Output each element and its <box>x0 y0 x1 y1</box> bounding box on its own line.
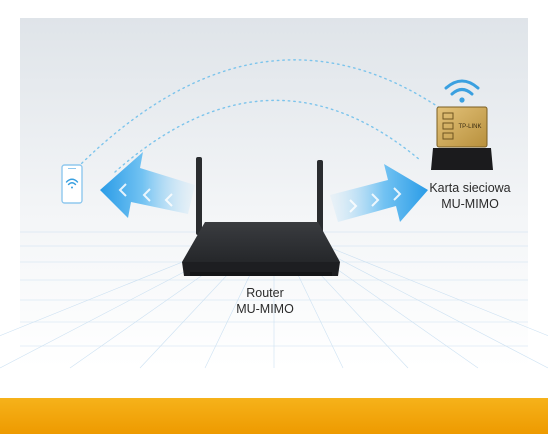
phone-device <box>61 164 83 204</box>
right-signal-arrow <box>330 164 428 222</box>
outer-arc <box>69 59 471 176</box>
router-label-line2: MU-MIMO <box>236 302 294 316</box>
bottom-band <box>0 398 548 434</box>
adapter-connector <box>436 106 488 148</box>
left-signal-arrow <box>100 152 195 218</box>
router-antenna-right <box>317 160 323 235</box>
router-label-line1: Router <box>246 286 284 300</box>
wifi-icon <box>444 79 480 103</box>
signal-arcs <box>69 59 471 176</box>
adapter-brand-text: TP-LINK <box>458 124 481 130</box>
phone-icon <box>61 164 83 204</box>
adapter-body <box>431 148 493 170</box>
router-antenna-left <box>196 157 202 235</box>
chevron-arrow-icon <box>118 183 173 207</box>
adapter-label: Karta sieciowa MU-MIMO <box>410 180 530 212</box>
router-body <box>182 222 340 262</box>
router-label: Router MU-MIMO <box>205 285 325 317</box>
adapter-label-line2: MU-MIMO <box>441 197 499 211</box>
wifi-icon <box>65 178 79 189</box>
adapter-label-line1: Karta sieciowa <box>429 181 511 195</box>
usb-adapter: TP-LINK <box>431 79 493 170</box>
chevron-arrow-icon <box>349 187 402 213</box>
router-device <box>182 157 340 276</box>
